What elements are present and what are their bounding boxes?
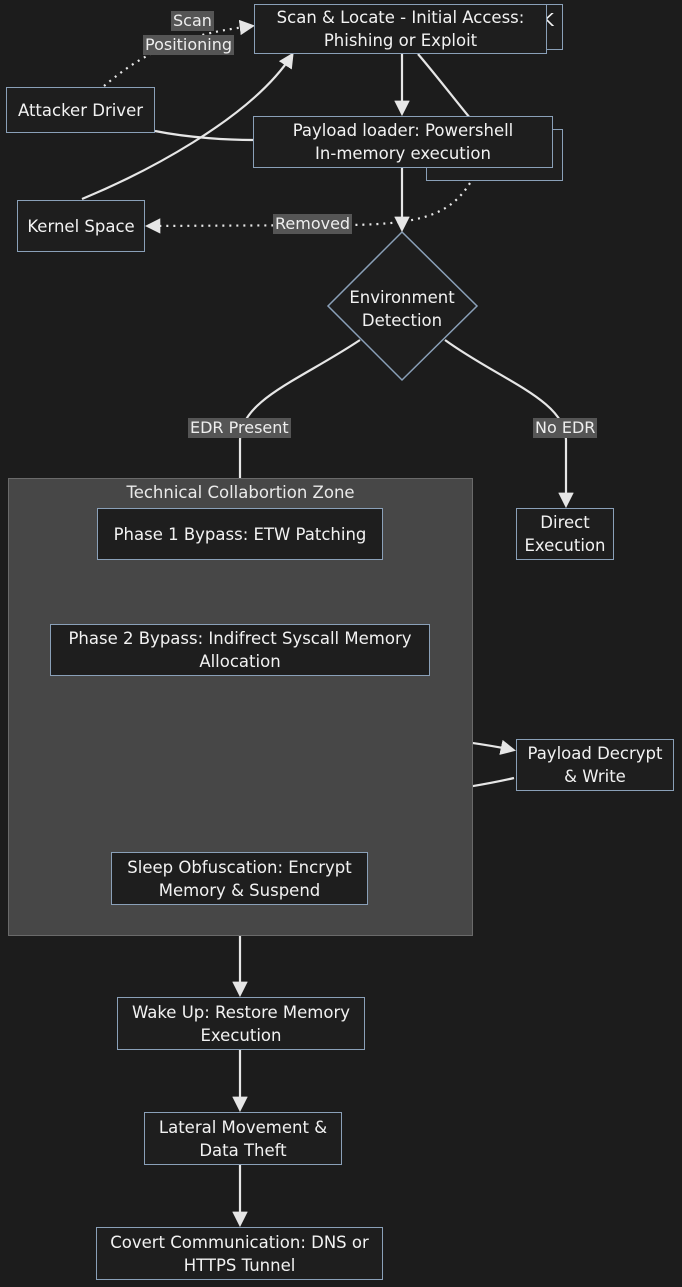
edge-kernel-to-scan: [81, 52, 294, 201]
edge-label-positioning: Positioning: [143, 35, 235, 55]
attacker-driver-node[interactable]: Attacker Driver: [6, 87, 155, 133]
environment-detection-label: Environment Detection: [349, 288, 455, 330]
kernel-space-node[interactable]: Kernel Space: [17, 200, 145, 252]
edge-label-removed: Removed: [273, 214, 353, 234]
edge-label-no-edr: No EDR: [533, 418, 598, 438]
edge-label-scan: Scan: [171, 11, 214, 31]
sleep-obfuscation-node[interactable]: Sleep Obfuscation: Encrypt Memory & Susp…: [111, 852, 368, 905]
covert-communication-node[interactable]: Covert Communication: DNS or HTTPS Tunne…: [96, 1227, 383, 1280]
lateral-movement-node[interactable]: Lateral Movement & Data Theft: [144, 1112, 342, 1165]
wake-up-node[interactable]: Wake Up: Restore Memory Execution: [117, 997, 365, 1050]
payload-loader-node[interactable]: Payload loader: Powershell In-memory exe…: [253, 116, 553, 168]
environment-detection-diamond[interactable]: [326, 230, 479, 382]
edge-attacker-to-scan: [103, 19, 256, 87]
zone-title: Technical Collabortion Zone: [126, 483, 355, 502]
edge-scan-to-hidden: [417, 53, 471, 119]
edge-attacker-to-loader: [154, 129, 254, 142]
scan-locate-node[interactable]: Scan & Locate - Initial Access: Phishing…: [254, 4, 547, 54]
payload-decrypt-node[interactable]: Payload Decrypt & Write: [516, 739, 674, 791]
phase2-bypass-node[interactable]: Phase 2 Bypass: Indifrect Syscall Memory…: [50, 624, 430, 676]
hidden-node-top-glyph: K: [542, 10, 554, 31]
edge-label-edr-present: EDR Present: [188, 418, 291, 438]
phase1-bypass-node[interactable]: Phase 1 Bypass: ETW Patching: [97, 508, 383, 560]
direct-execution-node[interactable]: Direct Execution: [516, 508, 614, 560]
